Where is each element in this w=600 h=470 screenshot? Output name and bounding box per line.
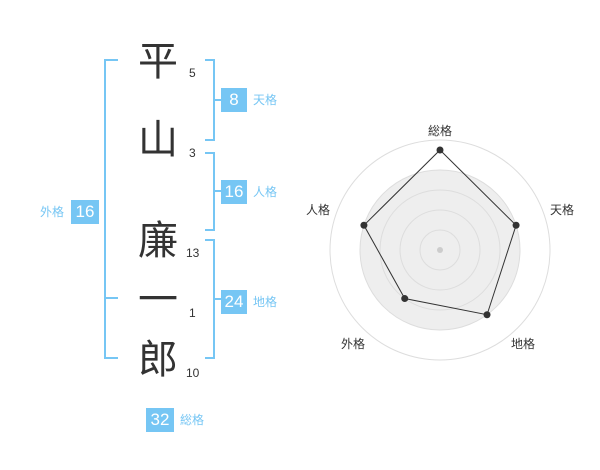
gaikaku-label: 外格 [40,205,65,219]
gaikaku-value: 16 [71,200,99,224]
chikaku-label: 地格 [253,295,278,309]
name-char-4: 一 [138,277,178,323]
stroke-count-4: 1 [189,306,196,320]
radar-axis-label-chikaku: 地格 [511,337,536,351]
soukaku-label: 総格 [180,413,205,427]
radar-axis-label-soukaku: 総格 [428,124,453,138]
name-char-2: 山 [138,117,178,163]
stroke-count-1: 5 [189,66,196,80]
radar-axis-label-tenkaku: 天格 [550,203,575,217]
radar-series-line [363,149,517,316]
radar-point-4 [360,221,368,229]
radar-axis-label-gaikaku: 外格 [341,337,366,351]
radar-center [437,247,443,253]
radar-point-0 [436,146,444,154]
name-char-1: 平 [138,39,178,85]
stroke-count-3: 13 [186,246,200,260]
tenkaku-label: 天格 [253,93,278,107]
tenkaku-value: 8 [221,88,247,112]
jinkaku-value: 16 [221,180,247,204]
radar-axis-label-jinkaku: 人格 [306,203,331,217]
chikaku-value: 24 [221,290,247,314]
stroke-count-2: 3 [189,146,196,160]
radar-point-2 [483,311,491,319]
radar-point-1 [512,221,520,229]
name-char-5: 郎 [138,337,178,383]
soukaku-value: 32 [146,408,174,432]
stroke-count-5: 10 [186,366,200,380]
name-char-3: 廉 [138,218,178,264]
gaikaku-bracket [104,59,118,359]
radar-point-3 [401,295,409,303]
jinkaku-label: 人格 [253,185,278,199]
